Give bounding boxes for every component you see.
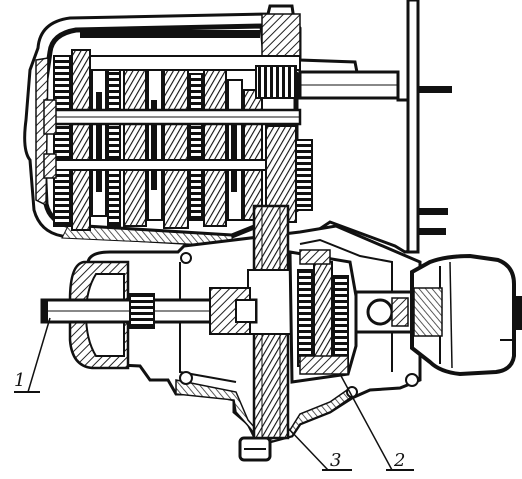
callout-label-1: 1 [14,370,25,391]
callout-label-3: 3 [330,450,341,471]
callout-leaders [14,317,414,471]
right-cv-joint-boot [410,253,522,377]
upper-gear-stack [43,49,313,231]
transfer-gear [247,204,295,440]
callout-label-2: 2 [393,450,405,471]
differential-assembly [288,249,414,384]
input-shaft [40,287,258,335]
